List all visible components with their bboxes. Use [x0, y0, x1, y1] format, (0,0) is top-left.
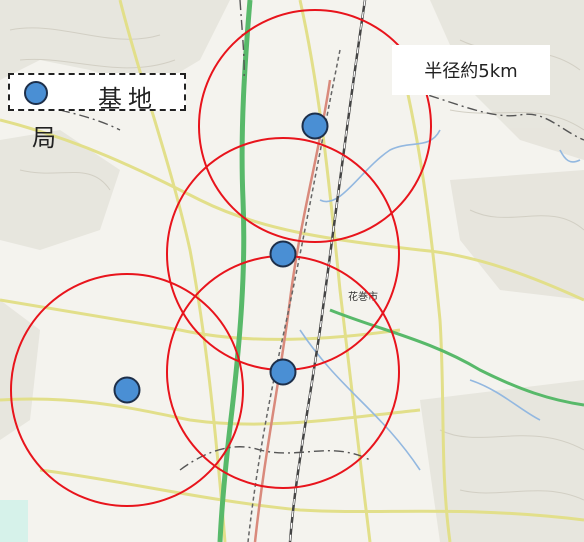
- main-road-green: [217, 0, 253, 542]
- radius-label: 半径約5km: [392, 45, 550, 95]
- town-label: 花巻市: [348, 290, 378, 303]
- coverage-circle-west: [10, 273, 244, 507]
- base-stations: [113, 112, 329, 404]
- legend-box: 基地: [8, 73, 186, 113]
- legend-label-wrap: 局: [32, 124, 56, 152]
- legend-label: 基地: [98, 85, 158, 113]
- contour-lines: [9, 27, 584, 501]
- corner-strip: [0, 500, 28, 542]
- coverage-circle-north: [198, 9, 432, 243]
- branch-road-green: [329, 308, 584, 407]
- legend-station-symbol: [24, 81, 48, 105]
- station-marker-center-upper[interactable]: [269, 240, 297, 268]
- station-marker-north[interactable]: [301, 112, 329, 140]
- station-marker-center-lower[interactable]: [269, 358, 297, 386]
- station-marker-west[interactable]: [113, 376, 141, 404]
